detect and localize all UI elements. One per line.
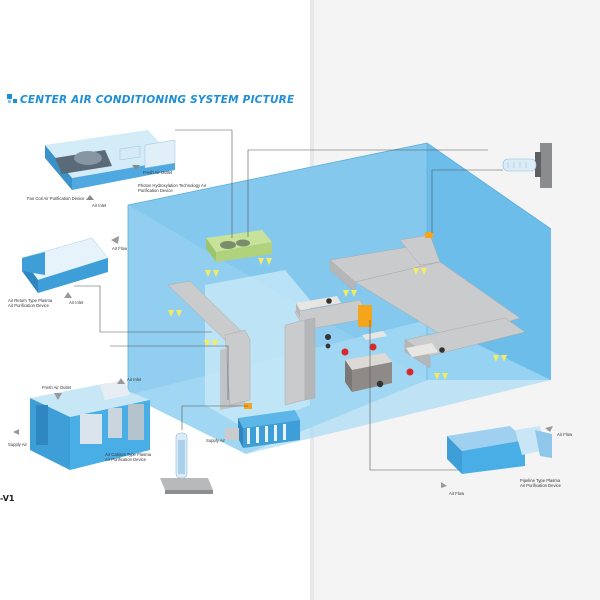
page-number: -V1 <box>0 494 15 503</box>
air-return-label: Air Return Type Plasma Air Purification … <box>8 298 53 308</box>
supply-air-left-label: Supply Air <box>8 442 27 447</box>
leader-lines <box>74 129 503 471</box>
air-return-inset <box>21 237 109 293</box>
standing-tube-device <box>160 432 213 494</box>
fresh-air-arrow-icon <box>132 165 140 170</box>
fan-coil-unit <box>206 230 272 262</box>
air-inlet-arrow-cab-icon <box>117 378 125 384</box>
diffuser-arrows <box>168 258 507 380</box>
air-flow-arrow-icon <box>111 236 119 244</box>
air-inlet-mid-label: Air Inlet <box>69 300 84 305</box>
air-inlet-top-label: Air Inlet <box>92 203 107 208</box>
air-cabinet-inset <box>30 380 150 470</box>
air-inlet-arrow-mid-icon <box>64 292 72 298</box>
fan-coil-inset <box>45 130 176 190</box>
fresh-air-outlet-cabinet-label: Fresh Air Outlet <box>42 385 72 390</box>
fresh-air-arrow-cab-icon <box>54 393 62 400</box>
pipeline-device <box>447 426 552 474</box>
air-inlet-cabinet-label: Air Inlet <box>127 377 142 382</box>
uv-lamp-device <box>502 143 552 188</box>
orange-connector <box>358 305 372 327</box>
air-cabinet-label: Air Cabinet Type Plasma Air Purification… <box>105 452 152 462</box>
air-flow-left-label: Air Flow <box>112 246 128 251</box>
office-chairs <box>325 298 445 388</box>
room-cabinet-unit <box>225 410 300 448</box>
page-title: CENTER AIR CONDITIONING SYSTEM PICTURE <box>20 94 295 106</box>
duct-network <box>167 234 526 406</box>
air-flow-right-bottom-arrow-icon <box>441 482 447 488</box>
title-logo-icon <box>7 94 17 103</box>
supply-air-center-label: Supply Air <box>206 438 225 443</box>
supply-air-arrow-icon <box>13 429 19 435</box>
photon-tech-label: Photon Hydroxylation Technology Air Puri… <box>138 183 207 193</box>
air-flow-right-top-arrow-icon <box>545 426 553 432</box>
air-flow-right-top-label: Air Flow <box>557 432 573 437</box>
fresh-air-outlet-label: Fresh Air Outlet <box>143 170 173 175</box>
fan-coil-label: Fan Coil Air Purification Device <box>27 196 85 201</box>
pipeline-label: Pipeline Type Plasma Air Purification De… <box>520 478 561 488</box>
air-inlet-arrow-icon <box>86 195 94 200</box>
air-flow-right-bottom-label: Air Flow <box>449 491 465 496</box>
